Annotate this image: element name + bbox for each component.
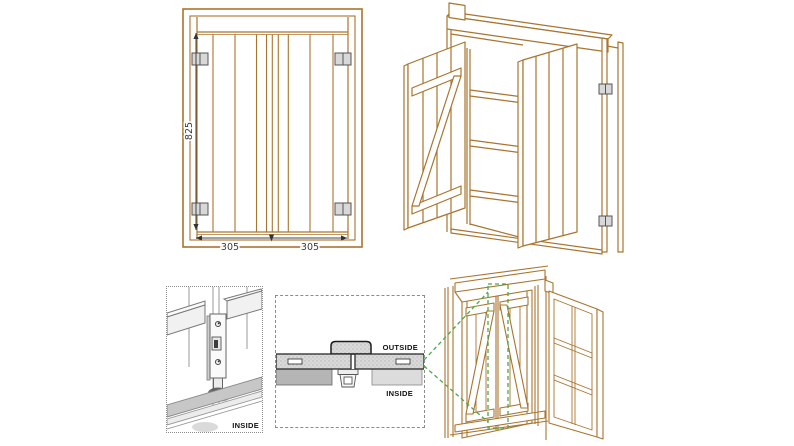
right-jamb-outer bbox=[617, 41, 624, 253]
section-detail-drawing: OUTSIDE INSIDE bbox=[276, 340, 424, 398]
callout bbox=[423, 283, 509, 429]
left-board-section bbox=[276, 353, 352, 370]
bolt-plan-view bbox=[337, 369, 359, 388]
left-shutter-diagonal-brace bbox=[411, 75, 462, 207]
right-ledge-section bbox=[371, 368, 423, 386]
right-board-section bbox=[354, 353, 424, 370]
latch-detail-inset: INSIDE bbox=[166, 286, 263, 433]
section-detail-inset: OUTSIDE INSIDE bbox=[275, 295, 425, 428]
dim-label-height: 825 bbox=[184, 122, 195, 140]
girt bbox=[469, 139, 524, 154]
tongue-groove-joint bbox=[395, 358, 411, 365]
left-diagonal-brace bbox=[465, 310, 495, 415]
outside-label: OUTSIDE bbox=[383, 343, 418, 352]
open-panel-edge bbox=[596, 308, 604, 440]
left-batten bbox=[167, 304, 206, 336]
sill-board bbox=[167, 376, 262, 418]
screw-icon bbox=[214, 320, 222, 328]
dim-arrow-right bbox=[341, 235, 347, 241]
right-shutter-face bbox=[522, 43, 578, 247]
closed-shutters-view bbox=[423, 265, 604, 440]
board-joints bbox=[212, 34, 334, 232]
dim-label-width-right: 305 bbox=[301, 242, 319, 253]
callout-leader-upper bbox=[423, 291, 489, 361]
dim-arrow-down bbox=[193, 224, 199, 230]
sill-board bbox=[454, 410, 546, 433]
dim-arrow-up bbox=[193, 33, 199, 39]
header-front-face bbox=[446, 15, 609, 53]
latch-detail-drawing: INSIDE bbox=[167, 287, 262, 432]
top-left-post bbox=[448, 2, 466, 21]
right-batten bbox=[226, 290, 262, 320]
elevation-view: 825 305 305 bbox=[182, 8, 363, 255]
floor-shadow bbox=[192, 422, 218, 432]
left-bottom-batten bbox=[465, 408, 495, 423]
sill-board-2 bbox=[167, 390, 262, 426]
screw-icon bbox=[214, 358, 222, 366]
inside-label: INSIDE bbox=[386, 389, 413, 398]
left-shutter-edge bbox=[403, 63, 409, 231]
left-shutter-bottom-batten bbox=[411, 185, 462, 215]
tongue-groove-joint bbox=[287, 358, 303, 365]
right-diagonal-brace bbox=[499, 304, 529, 409]
header-board bbox=[454, 269, 546, 293]
hinges bbox=[598, 83, 613, 227]
girt bbox=[469, 189, 524, 204]
bolt-knob-face bbox=[214, 340, 218, 348]
dim-arrow-left bbox=[196, 235, 202, 241]
inside-label: INSIDE bbox=[232, 421, 259, 430]
girt bbox=[469, 89, 524, 104]
astragal-cover-strip bbox=[330, 340, 372, 355]
right-shutter-edge bbox=[517, 59, 524, 249]
callout-rect bbox=[487, 283, 509, 429]
right-batten-top bbox=[222, 288, 262, 302]
dim-label-width-left: 305 bbox=[221, 242, 239, 253]
callout-leader-lower bbox=[423, 365, 489, 423]
dim-arrow-mid bbox=[268, 234, 275, 242]
open-shutters-view bbox=[403, 2, 624, 255]
left-ledge-section bbox=[276, 368, 333, 386]
